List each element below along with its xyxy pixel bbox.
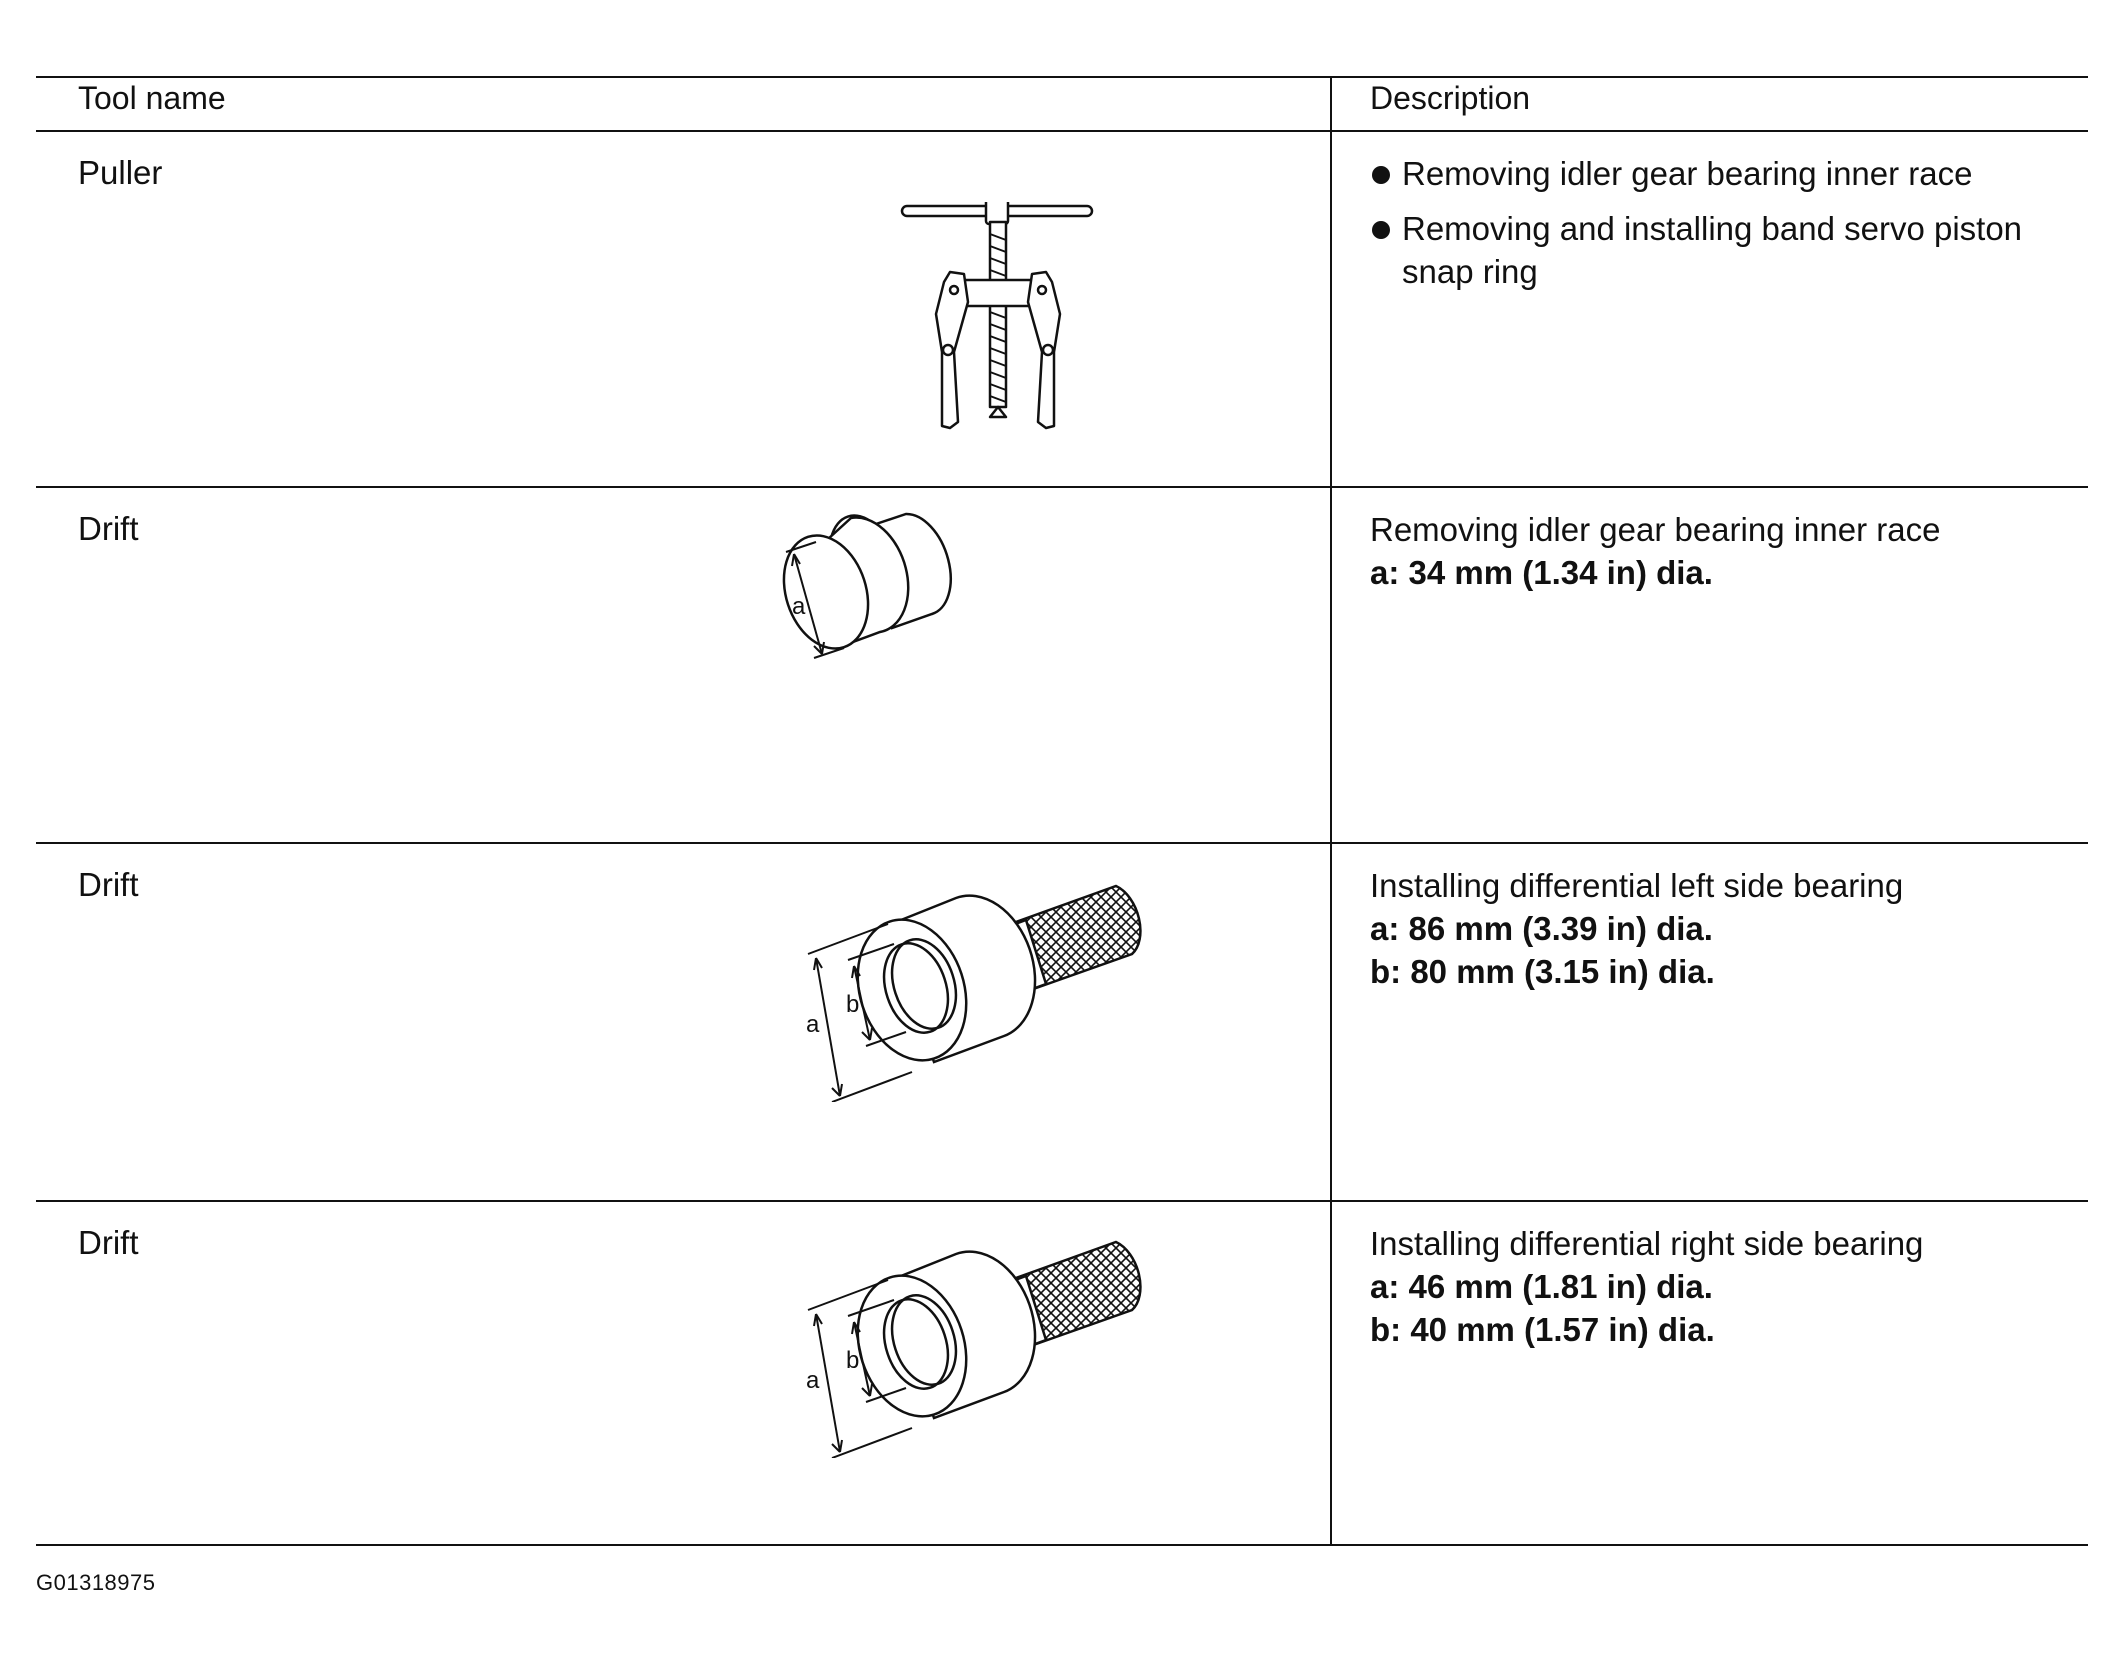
spec-b: b: 40 mm (1.57 in) dia. [1370, 1311, 1715, 1348]
row-divider [36, 842, 2088, 844]
spec-a: a: 46 mm (1.81 in) dia. [1370, 1268, 1713, 1305]
table-row: Puller [36, 132, 2088, 486]
drift-ab-icon: a b [806, 884, 1142, 1102]
dimension-label-b: b [846, 1347, 859, 1374]
bullet-dot-icon [1372, 221, 1390, 239]
puller-icon [900, 202, 1094, 430]
bullet-dot-icon [1372, 166, 1390, 184]
table-row: Drift a Removing idler gear bearing inne… [36, 488, 2088, 842]
dimension-label-b: b [846, 991, 859, 1018]
row-divider [36, 486, 2088, 488]
tool-description: Installing differential right side beari… [1370, 1222, 2070, 1351]
header-rule [36, 130, 2088, 132]
tool-name: Drift [78, 510, 139, 547]
table-row: Drift [36, 844, 2088, 1200]
tool-name: Drift [78, 1224, 139, 1261]
table-top-rule [36, 76, 2088, 78]
drift-a-icon: a [782, 512, 952, 659]
description-bullet: Removing idler gear bearing inner race [1370, 152, 2070, 195]
spec-a: a: 86 mm (3.39 in) dia. [1370, 910, 1713, 947]
tool-name: Puller [78, 154, 163, 191]
dimension-label-a: a [806, 1011, 820, 1038]
tool-description: Removing idler gear bearing inner race R… [1370, 152, 2070, 305]
table-row: Drift [36, 1202, 2088, 1544]
tool-purpose: Removing idler gear bearing inner race [1370, 511, 1941, 548]
spec-b: b: 80 mm (3.15 in) dia. [1370, 953, 1715, 990]
tool-purpose: Installing differential left side bearin… [1370, 867, 1904, 904]
spec-a: a: 34 mm (1.34 in) dia. [1370, 554, 1713, 591]
tool-description: Removing idler gear bearing inner race a… [1370, 508, 2070, 594]
header-tool-name: Tool name [78, 80, 226, 116]
tool-name: Drift [78, 866, 139, 903]
column-divider [1330, 76, 1332, 1546]
header-description: Description [1370, 80, 1531, 116]
figure-id: G01318975 [36, 1570, 156, 1595]
drift-ab-icon: a b [806, 1240, 1142, 1458]
tool-description: Installing differential left side bearin… [1370, 864, 2070, 993]
description-bullet: Removing and installing band servo pisto… [1370, 207, 2070, 293]
dimension-label-a: a [792, 593, 806, 620]
special-tools-table: Tool name Description Puller [36, 76, 2088, 1546]
row-divider [36, 1200, 2088, 1202]
tool-purpose: Installing differential right side beari… [1370, 1225, 1924, 1262]
table-bottom-rule [36, 1544, 2088, 1546]
dimension-label-a: a [806, 1367, 820, 1394]
